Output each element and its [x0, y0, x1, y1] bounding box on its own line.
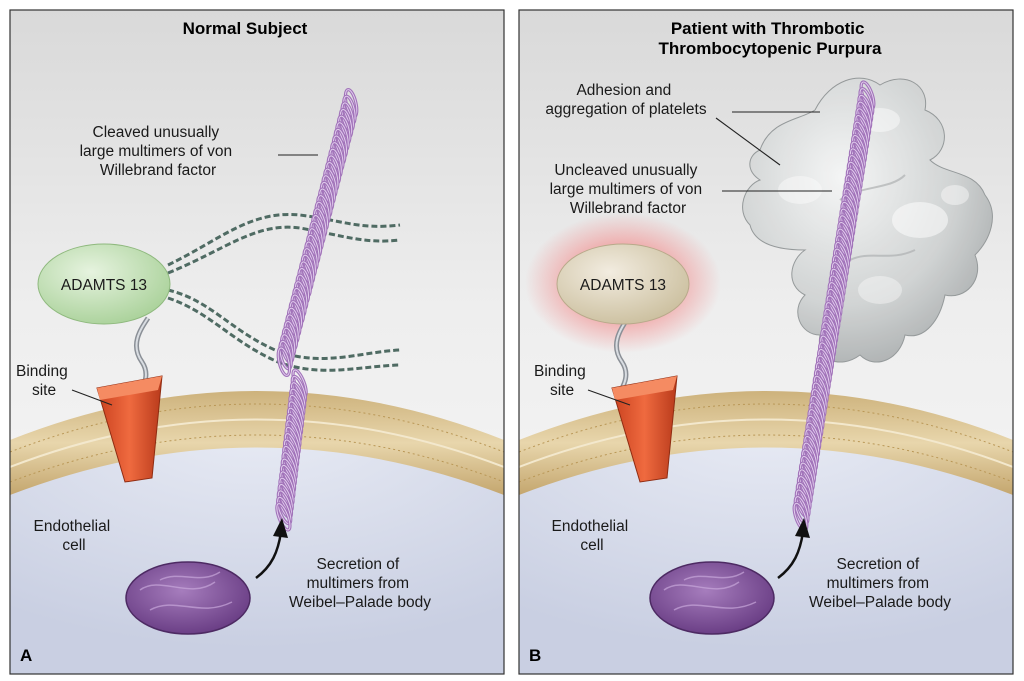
- panel-b-binding-site-label: Binding site: [534, 363, 590, 399]
- panel-a-secretion-label: Secretion of multimers from Weibel–Palad…: [289, 556, 431, 611]
- panel-b-adamts13-enzyme: [556, 243, 690, 325]
- panel-b-platelet-aggregate: [742, 77, 993, 363]
- panel-a-adamts13-enzyme: [37, 243, 171, 325]
- panel-a: Normal Subject Cleaved unusually large m…: [9, 9, 505, 675]
- panel-a-vwf-multimer-lower: [275, 368, 308, 532]
- panel-a-title: Normal Subject: [183, 19, 308, 38]
- panel-b-platelet-label: Adhesion and aggregation of platelets: [545, 82, 706, 118]
- panel-a-enzyme-label: ADAMTS 13: [61, 277, 147, 294]
- panel-b-letter: B: [529, 646, 541, 665]
- panel-a-weibel-palade-body: [125, 561, 251, 635]
- panel-b-multimer-label: Uncleaved unusually large multimers of v…: [550, 162, 707, 217]
- panel-b: Patient with Thrombotic Thrombocytopenic…: [518, 9, 1014, 675]
- panel-a-vwf-multimer-upper: [276, 88, 359, 377]
- panel-b-binding-site: [611, 375, 678, 483]
- panel-b-secretion-label: Secretion of multimers from Weibel–Palad…: [809, 556, 951, 611]
- coil-highlight: [277, 347, 291, 376]
- panel-b-enzyme-label: ADAMTS 13: [580, 277, 666, 294]
- panel-a-letter: A: [20, 646, 32, 665]
- panel-b-frame: [518, 9, 1014, 675]
- panel-b-weibel-palade-body: [649, 561, 775, 635]
- panel-b-vwf-multimer: [792, 80, 876, 532]
- panel-a-multimer-label: Cleaved unusually large multimers of von…: [80, 124, 237, 179]
- panel-a-cell-label: Endothelial cell: [33, 518, 114, 554]
- panel-a-binding-site: [96, 375, 163, 483]
- panel-b-title: Patient with Thrombotic Thrombocytopenic…: [659, 19, 882, 58]
- panel-a-frame: [9, 9, 505, 675]
- panel-b-cell-label: Endothelial cell: [551, 518, 632, 554]
- coil-highlight: [276, 503, 291, 531]
- panel-a-binding-site-label: Binding site: [16, 363, 72, 399]
